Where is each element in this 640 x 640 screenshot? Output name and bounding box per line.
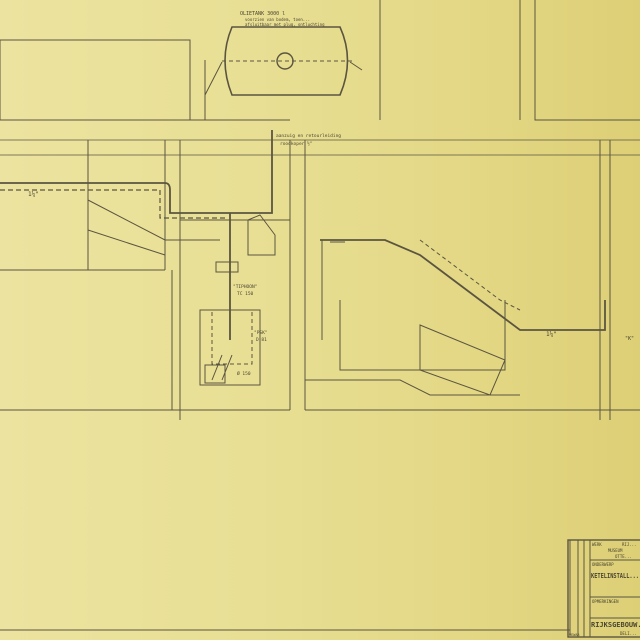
boiler-model: D 81 [256, 337, 267, 343]
onderwerp-label: ONDERWERP [592, 562, 614, 567]
title-block [567, 539, 640, 638]
oil-tank [224, 26, 349, 96]
werk-value: RIJ... [622, 542, 636, 547]
burner-model: TC 150 [237, 291, 254, 297]
opmerkingen-label: OPMERKINGEN [592, 599, 619, 604]
flue-label: Ø 150 [237, 370, 251, 377]
supply-pipe [0, 130, 273, 340]
supply-note: aanzuig en retourleiding [276, 133, 341, 139]
pipe-size-left: 1¼" [28, 191, 39, 198]
tank-note-2: afsluitbaar met plug, ontluchting [245, 22, 325, 27]
boiler-psk [211, 309, 253, 365]
werk-label: WERK [592, 542, 602, 547]
onderwerp-value: KETELINSTALL... [591, 572, 639, 580]
werk-place: OTTE... [615, 554, 632, 559]
room-outline [0, 39, 191, 121]
werk-museum: MUSEUM [608, 548, 623, 553]
boiler-label: "PSK" [254, 330, 268, 336]
supply-note-size: roodkoper ½" [280, 140, 313, 147]
office-name: RIJKSGEBOUW... [591, 621, 640, 629]
pipe-size-right: 1¼" [546, 331, 557, 338]
tank-label: OLIETANK 3000 l [240, 11, 285, 17]
stamp: BEWAR [569, 633, 580, 637]
burner-label: "TIPHOON" [233, 284, 257, 290]
office-city: DELI... [620, 631, 637, 636]
right-label: "K" [625, 336, 634, 342]
tank-note: voorzien van bodem, toen... [245, 17, 310, 22]
